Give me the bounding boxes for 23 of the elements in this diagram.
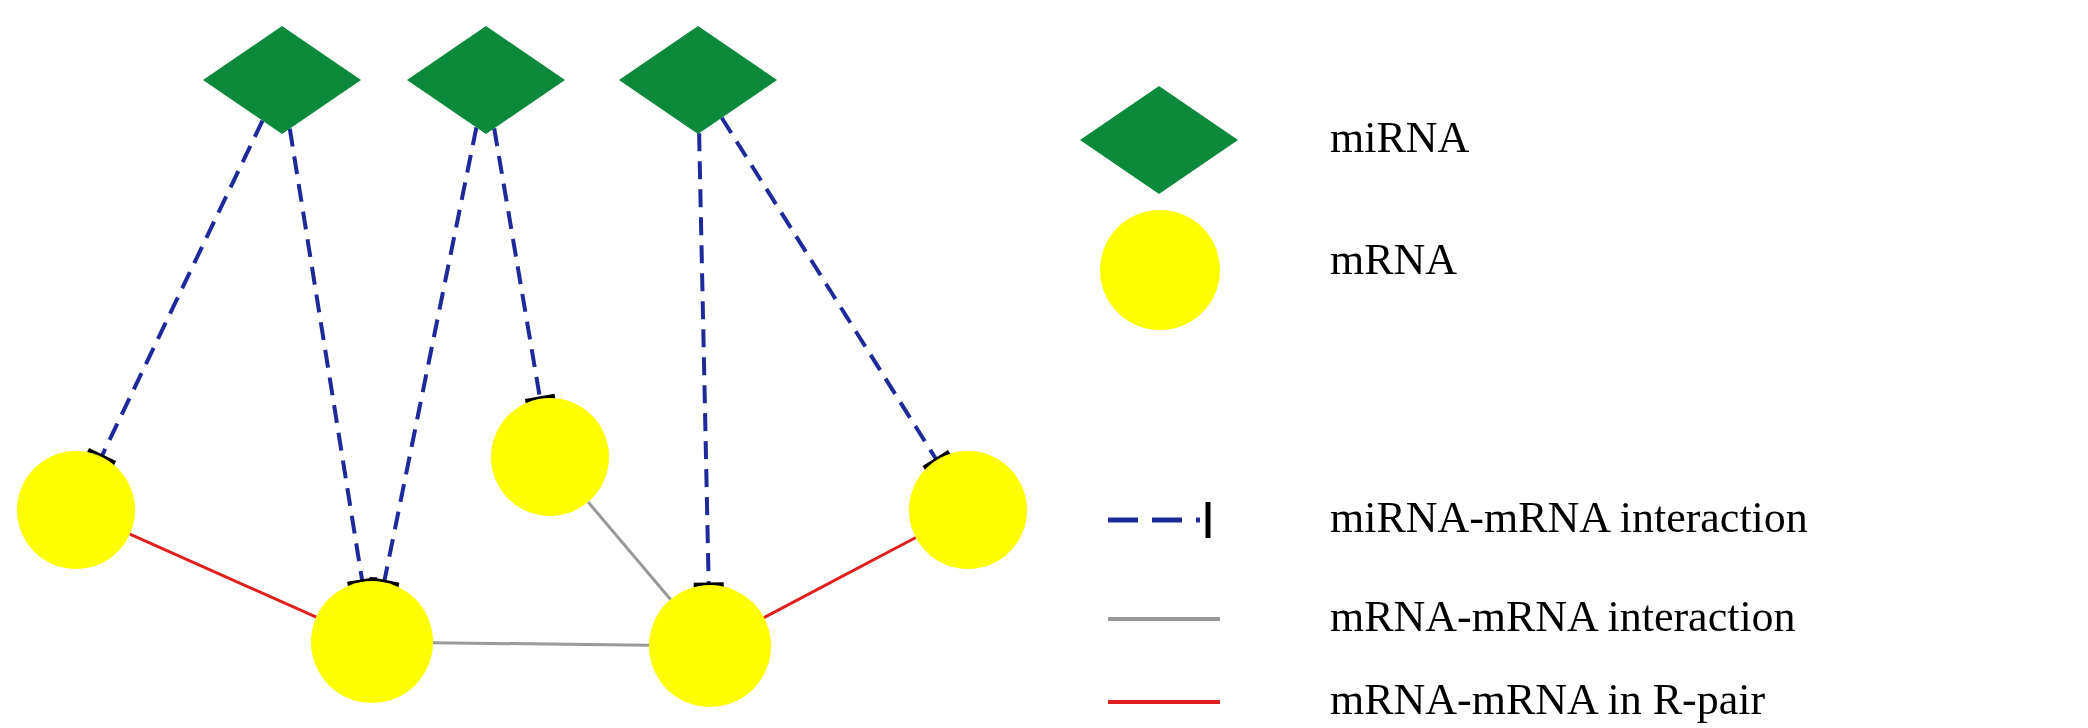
inhibition-edge [366,127,479,588]
inhibition-edge [691,133,727,588]
mirna-diamond [619,26,777,134]
inhibition-edge [287,128,380,587]
connector-line [586,501,672,601]
mrna-circle [17,451,135,569]
connector-line [432,641,650,647]
mrna-circle [649,585,771,707]
inhibition-edge [720,116,952,471]
connector-line [129,532,317,619]
mirna-diamond [407,26,565,134]
legend-label: miRNA-mRNA interaction [1330,496,1808,540]
legend-label: mRNA-mRNA in R-pair [1330,678,1766,722]
legend-label: mRNA [1330,238,1458,282]
legend-label: miRNA [1330,116,1470,160]
mrna-circle [491,398,609,516]
mrna-circle [311,581,433,703]
legend-label: mRNA-mRNA interaction [1330,595,1796,639]
mirna-diamond [203,26,361,134]
connector-line [763,536,917,619]
inhibition-edge [492,128,558,404]
inhibition-edge [85,119,265,466]
mrna-circle [909,451,1027,569]
